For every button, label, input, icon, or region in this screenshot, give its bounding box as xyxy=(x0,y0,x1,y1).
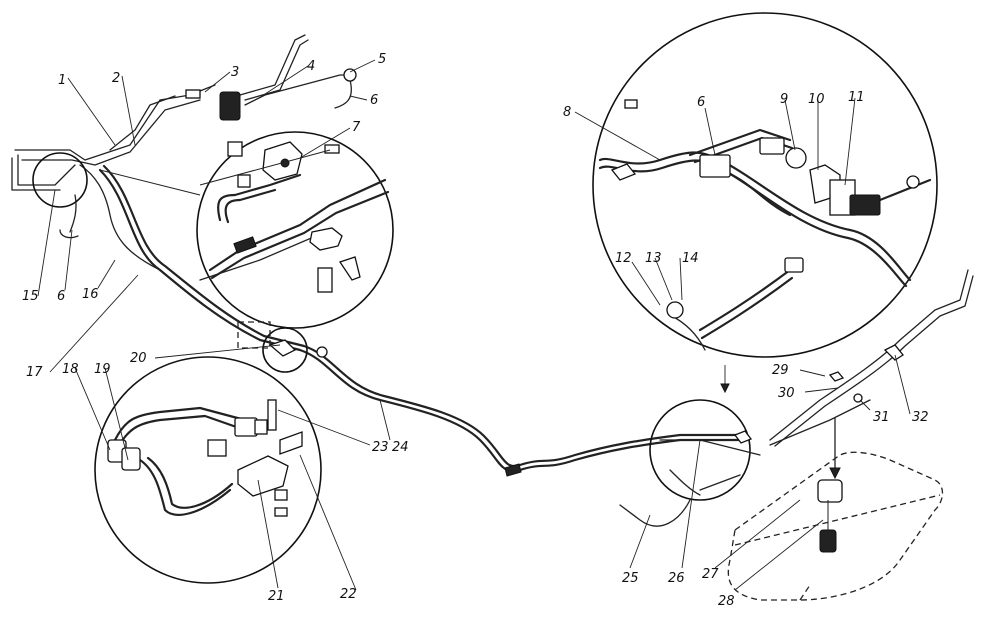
label-2: 2 xyxy=(112,71,120,86)
label-32: 32 xyxy=(912,410,929,425)
label-30: 30 xyxy=(778,386,795,401)
label-29: 29 xyxy=(772,363,789,378)
label-11: 11 xyxy=(848,90,865,105)
label-19: 19 xyxy=(94,362,111,377)
label-31: 31 xyxy=(873,410,890,425)
label-23: 23 xyxy=(372,440,389,455)
label-7: 7 xyxy=(352,120,361,135)
detail-circle-lower-left xyxy=(94,356,322,584)
label-1: 1 xyxy=(58,73,66,88)
label-16: 16 xyxy=(82,287,99,302)
label-8: 8 xyxy=(563,105,571,120)
label-15: 15 xyxy=(22,289,39,304)
detail-circle-rear xyxy=(619,399,761,527)
label-6-left: 6 xyxy=(57,289,65,304)
label-18: 18 xyxy=(62,362,79,377)
label-3: 3 xyxy=(231,65,239,80)
label-17: 17 xyxy=(26,365,43,380)
label-9: 9 xyxy=(780,92,788,107)
label-10: 10 xyxy=(808,92,825,107)
label-4: 4 xyxy=(307,59,315,74)
fuel-tank xyxy=(727,399,944,601)
main-fuel-line xyxy=(98,164,742,477)
detail-circle-upper-right xyxy=(592,12,938,358)
rear-pipe xyxy=(769,269,974,447)
label-12: 12 xyxy=(615,251,632,266)
callout-labels: 1 2 3 4 5 6 7 8 6 9 10 11 12 13 14 15 6 … xyxy=(22,52,929,609)
label-13: 13 xyxy=(645,251,662,266)
label-26: 26 xyxy=(668,571,685,586)
label-14: 14 xyxy=(682,251,699,266)
label-25: 25 xyxy=(622,571,639,586)
label-6-right: 6 xyxy=(697,95,705,110)
label-28: 28 xyxy=(718,594,735,609)
label-24: 24 xyxy=(392,440,409,455)
label-6-top: 6 xyxy=(370,93,378,108)
engine-tube-bundle xyxy=(11,34,357,271)
label-22: 22 xyxy=(340,587,357,602)
detail-circle-connector xyxy=(196,131,394,329)
label-21: 21 xyxy=(268,589,285,604)
leader-lines xyxy=(37,59,911,591)
label-5: 5 xyxy=(378,52,386,67)
label-20: 20 xyxy=(130,351,147,366)
label-27: 27 xyxy=(702,567,719,582)
